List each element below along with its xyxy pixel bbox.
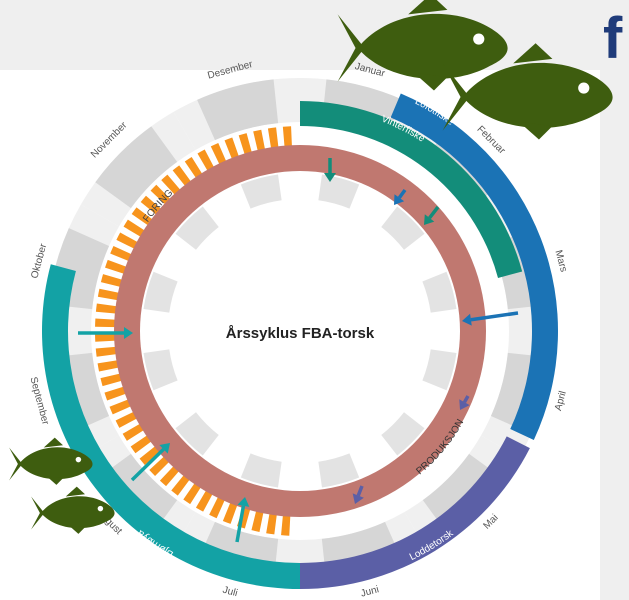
feeding-tick [150,184,172,206]
feeding-tick [197,149,215,172]
migration-arrow [324,158,336,182]
inner-segment [175,206,219,250]
month-label-mai: Mai [481,512,500,531]
season-band-vinterfiske [300,101,523,278]
month-label-juni: Juni [360,584,381,599]
feeding-tick [209,495,226,519]
migration-arrow [130,443,170,482]
inner-segment [143,349,178,391]
feeding-tick [104,386,127,401]
feeding-tick [123,219,146,238]
feeding-tick [95,333,117,342]
feeding-tick [184,156,203,179]
feeding-tick [282,126,292,148]
feeding-tick [97,288,120,301]
feeding-tick [95,303,118,314]
month-label-april: April [553,390,569,412]
migration-arrow [462,311,519,326]
feeding-tick [195,489,214,512]
feeding-tick [122,423,145,441]
month-label-september: September [27,376,50,427]
month-sector-dark [197,79,279,141]
feeding-tick [95,318,117,328]
season-band-bjornoya [41,264,300,589]
inner-segment [422,349,457,391]
inner-segment [240,453,282,488]
feeding-tick [238,133,253,156]
feeding-tick [183,482,202,505]
feeding-tick [171,474,191,496]
inner-segment [318,174,360,209]
diagram-title: Årssyklus FBA-torsk [226,325,375,342]
fish-icon [442,43,613,140]
month-label-mars: Mars [552,249,568,273]
feeding-tick [161,174,181,196]
inner-segment [240,174,282,209]
feeding-tick [222,501,238,524]
feeding-tick [109,399,132,415]
feeding-tick [105,259,128,275]
migration-arrow [352,485,364,504]
feeding-tick [172,165,192,187]
month-label-desember: Desember [206,59,254,82]
season-band-lofotfiske [390,93,558,441]
feeding-tick [95,346,118,357]
feeding-tick [97,360,120,372]
inner-segment [175,412,219,456]
feeding-tick [210,143,227,166]
feeding-tick [110,245,133,262]
feeding-tick [130,434,153,454]
month-sector-dark [95,126,178,209]
feeding-tick [224,137,240,160]
feeding-tick [131,207,154,226]
feeding-tick [139,445,161,465]
inner-segment [143,271,178,313]
fish-icon [337,0,508,91]
month-label-oktober: Oktober [29,242,49,280]
center-disc [170,201,430,461]
fish-icon [31,486,115,534]
feeding-tick [266,512,277,535]
month-label-juli: Juli [221,585,238,600]
inner-segment [318,453,360,488]
migration-arrow [78,327,133,339]
feeding-tick [251,509,264,532]
feeding-tick [100,373,123,387]
migration-arrow [394,188,407,205]
feeding-tick [116,232,139,250]
inner-segment [381,206,425,250]
fish-icon [9,437,93,485]
inner-segment [381,412,425,456]
season-band-loddetorsk [300,436,530,589]
feeding-tick [115,411,138,428]
migration-arrow [235,497,250,543]
feeding-tick [281,514,291,536]
migration-arrow [459,395,470,410]
migration-arrow [424,205,440,225]
feeding-tick [140,195,162,216]
feeding-tick [253,129,266,152]
header-letter: f [603,6,623,71]
feeding-tick [149,455,170,476]
feeding-tick [100,274,124,288]
feeding-tick [159,465,180,487]
feeding-tick [267,127,279,150]
inner-segment [422,271,457,313]
